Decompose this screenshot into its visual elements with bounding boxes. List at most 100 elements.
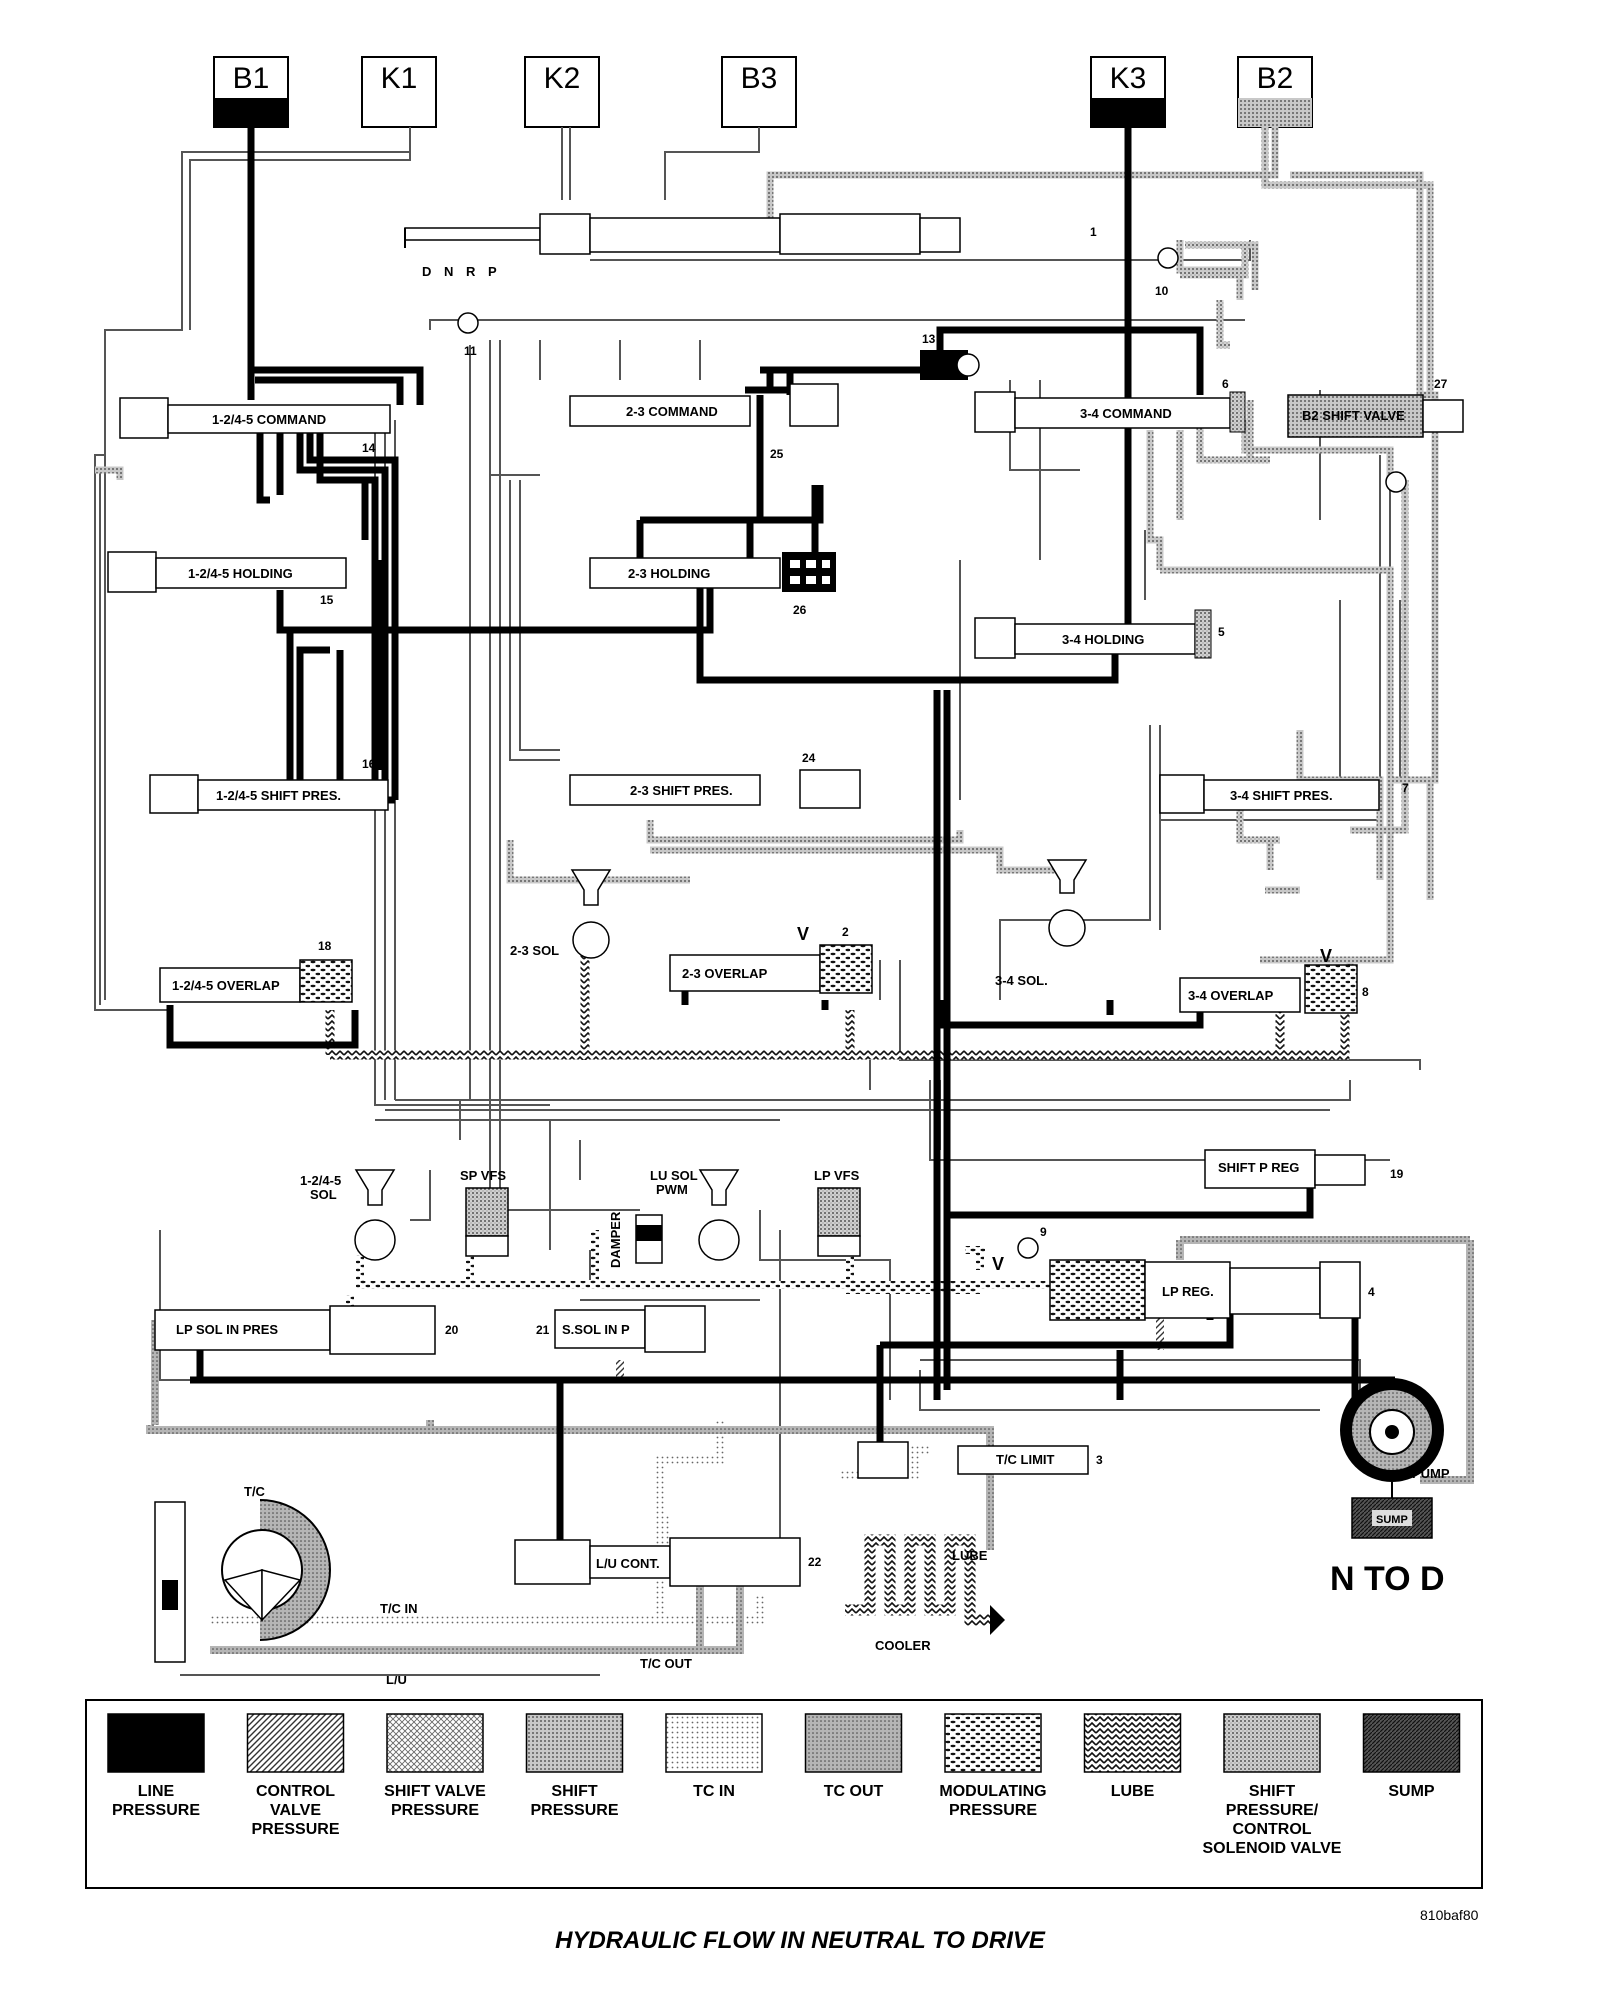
valve-23-command[interactable]: 2-3 COMMAND 25 bbox=[569, 383, 839, 461]
valve-23-overlap-num: 2 bbox=[842, 925, 849, 939]
v-mark-34: V bbox=[1320, 946, 1332, 966]
lube-label: LUBE bbox=[952, 1548, 988, 1563]
valve-lp-sol-in-pres[interactable]: LP SOL IN PRES 20 bbox=[154, 1305, 459, 1355]
cooler-label: COOLER bbox=[875, 1638, 931, 1653]
valve-23-shift-pres-num: 24 bbox=[802, 751, 816, 765]
legend-swatch-shift-valve bbox=[386, 1713, 484, 1773]
legend-label-sump: SUMP bbox=[1388, 1783, 1435, 1800]
damper-label: DAMPER bbox=[608, 1211, 623, 1268]
figure-id: 810baf80 bbox=[1420, 1907, 1479, 1923]
damper: DAMPER bbox=[608, 1211, 663, 1268]
valve-1245-holding-label: 1-2/4-5 HOLDING bbox=[188, 566, 293, 581]
valve-lp-sol-in-pres-label: LP SOL IN PRES bbox=[176, 1322, 278, 1337]
valve-23-shift-pres-label: 2-3 SHIFT PRES. bbox=[630, 783, 733, 798]
solenoid-1245-label: 1-2/4-5 SOL bbox=[300, 1173, 345, 1202]
tank-group: B1 K1 K2 B3 K3 B2 bbox=[213, 56, 1313, 128]
valve-34-command-num: 6 bbox=[1222, 377, 1229, 391]
valve-s-sol-in-p-num: 21 bbox=[536, 1323, 550, 1337]
cooler: COOLER LUBE bbox=[845, 1534, 1005, 1653]
valve-tc-limit[interactable]: T/C LIMIT 3 bbox=[857, 1441, 1103, 1479]
v-mark-9: V bbox=[992, 1254, 1004, 1274]
valve-shift-p-reg[interactable]: SHIFT P REG 19 bbox=[1204, 1149, 1404, 1189]
valve-1245-command[interactable]: 1-2/4-5 COMMAND 14 bbox=[119, 397, 391, 455]
valve-34-overlap-label: 3-4 OVERLAP bbox=[1188, 988, 1274, 1003]
valve-23-overlap[interactable]: 2-3 OVERLAP 2 bbox=[669, 925, 873, 994]
passages-control bbox=[94, 127, 1421, 1560]
legend-swatch-control bbox=[246, 1713, 345, 1773]
legend-swatch-line bbox=[107, 1713, 205, 1773]
valve-23-holding-num: 26 bbox=[793, 603, 807, 617]
valve-lp-reg-num: 4 bbox=[1368, 1285, 1375, 1299]
valve-lp-reg[interactable]: LP REG. 4 bbox=[1049, 1259, 1375, 1321]
valve-1245-shift-pres[interactable]: 1-2/4-5 SHIFT PRES. 16 bbox=[149, 757, 389, 814]
valve-1245-command-label: 1-2/4-5 COMMAND bbox=[212, 412, 326, 427]
sump-label: SUMP bbox=[1376, 1514, 1408, 1526]
passages-tcout bbox=[146, 1236, 1474, 1654]
valve-1245-holding[interactable]: 1-2/4-5 HOLDING 15 bbox=[107, 551, 347, 607]
passages-shift bbox=[95, 127, 1439, 1000]
valve-23-overlap-label: 2-3 OVERLAP bbox=[682, 966, 768, 981]
page-title: HYDRAULIC FLOW IN NEUTRAL TO DRIVE bbox=[555, 1927, 1046, 1954]
valve-shift-p-reg-label: SHIFT P REG bbox=[1218, 1160, 1299, 1175]
tank-b1-label: B1 bbox=[233, 62, 270, 95]
v-mark-23: V bbox=[797, 924, 809, 944]
legend-swatch-shift bbox=[525, 1713, 624, 1773]
valve-lp-reg-label: LP REG. bbox=[1162, 1284, 1214, 1299]
valve-lu-cont[interactable]: L/U CONT. 22 bbox=[514, 1537, 822, 1587]
valve-23-command-num: 25 bbox=[770, 447, 784, 461]
valve-lu-cont-label: L/U CONT. bbox=[596, 1556, 660, 1571]
valve-23-command-label: 2-3 COMMAND bbox=[626, 404, 718, 419]
legend-label-tc-in: TC IN bbox=[693, 1783, 735, 1800]
torque-converter-label: T/C bbox=[244, 1484, 266, 1499]
valve-34-shift-pres-label: 3-4 SHIFT PRES. bbox=[1230, 788, 1333, 803]
check-ball-1-num: 1 bbox=[1090, 225, 1097, 239]
mode-label: N TO D bbox=[1330, 1560, 1445, 1598]
legend-swatch-modulating bbox=[944, 1713, 1042, 1773]
check-ball-9 bbox=[1017, 1237, 1039, 1259]
legend-label-tc-out: TC OUT bbox=[824, 1783, 884, 1800]
solenoid-1245: 1-2/4-5 SOL bbox=[300, 1169, 396, 1261]
solenoid-sp-vfs: SP VFS bbox=[460, 1168, 509, 1257]
legend-swatch-tc-in bbox=[665, 1713, 763, 1773]
manual-pos-n: N bbox=[444, 264, 453, 279]
check-ball-13-num: 13 bbox=[922, 332, 936, 346]
check-balls: 10 1 11 13 9 bbox=[457, 225, 1407, 1259]
valve-s-sol-in-p[interactable]: S.SOL IN P 21 bbox=[536, 1305, 706, 1353]
passages-shiftsol bbox=[1176, 241, 1280, 844]
valve-34-overlap[interactable]: 3-4 OVERLAP 8 bbox=[1179, 964, 1369, 1014]
valve-23-shift-pres[interactable]: 2-3 SHIFT PRES. 24 bbox=[569, 751, 861, 809]
solenoid-34-label: 3-4 SOL. bbox=[995, 973, 1048, 988]
valve-b2-shift-label: B2 SHIFT VALVE bbox=[1302, 408, 1405, 423]
valve-34-holding-label: 3-4 HOLDING bbox=[1062, 632, 1144, 647]
valve-34-command-label: 3-4 COMMAND bbox=[1080, 406, 1172, 421]
valve-34-shift-pres[interactable]: 3-4 SHIFT PRES. 7 bbox=[1159, 774, 1409, 814]
pump: PUMP bbox=[1340, 1378, 1450, 1482]
manual-pos-d: D bbox=[422, 264, 431, 279]
legend-swatch-sump bbox=[1362, 1713, 1461, 1773]
sump: SUMP bbox=[1351, 1482, 1433, 1539]
manual-pos-p: P bbox=[488, 264, 497, 279]
manual-valve[interactable]: D N R P bbox=[404, 213, 961, 279]
solenoid-34: 3-4 SOL. bbox=[995, 859, 1088, 988]
solenoid-23: 2-3 SOL bbox=[510, 869, 612, 959]
valve-34-command[interactable]: 3-4 COMMAND 6 bbox=[974, 377, 1246, 433]
valve-1245-overlap[interactable]: 1-2/4-5 OVERLAP 18 bbox=[159, 939, 353, 1003]
valve-b2-shift[interactable]: B2 SHIFT VALVE 27 bbox=[1287, 377, 1464, 438]
solenoid-lp-vfs-label: LP VFS bbox=[814, 1168, 860, 1183]
valve-23-holding[interactable]: 2-3 HOLDING 26 bbox=[589, 552, 836, 617]
valve-34-holding[interactable]: 3-4 HOLDING 5 bbox=[974, 609, 1225, 659]
check-ball-13 bbox=[956, 353, 980, 377]
valve-34-shift-pres-num: 7 bbox=[1402, 781, 1409, 795]
tank-b3 bbox=[721, 56, 797, 128]
tank-k1 bbox=[361, 56, 437, 128]
valve-shift-p-reg-num: 19 bbox=[1390, 1167, 1404, 1181]
solenoid-lp-vfs: LP VFS bbox=[814, 1168, 861, 1257]
valve-1245-overlap-num: 18 bbox=[318, 939, 332, 953]
solenoid-lu-sol: LU SOL PWM bbox=[650, 1168, 740, 1261]
check-ball-11-num: 11 bbox=[464, 344, 477, 358]
